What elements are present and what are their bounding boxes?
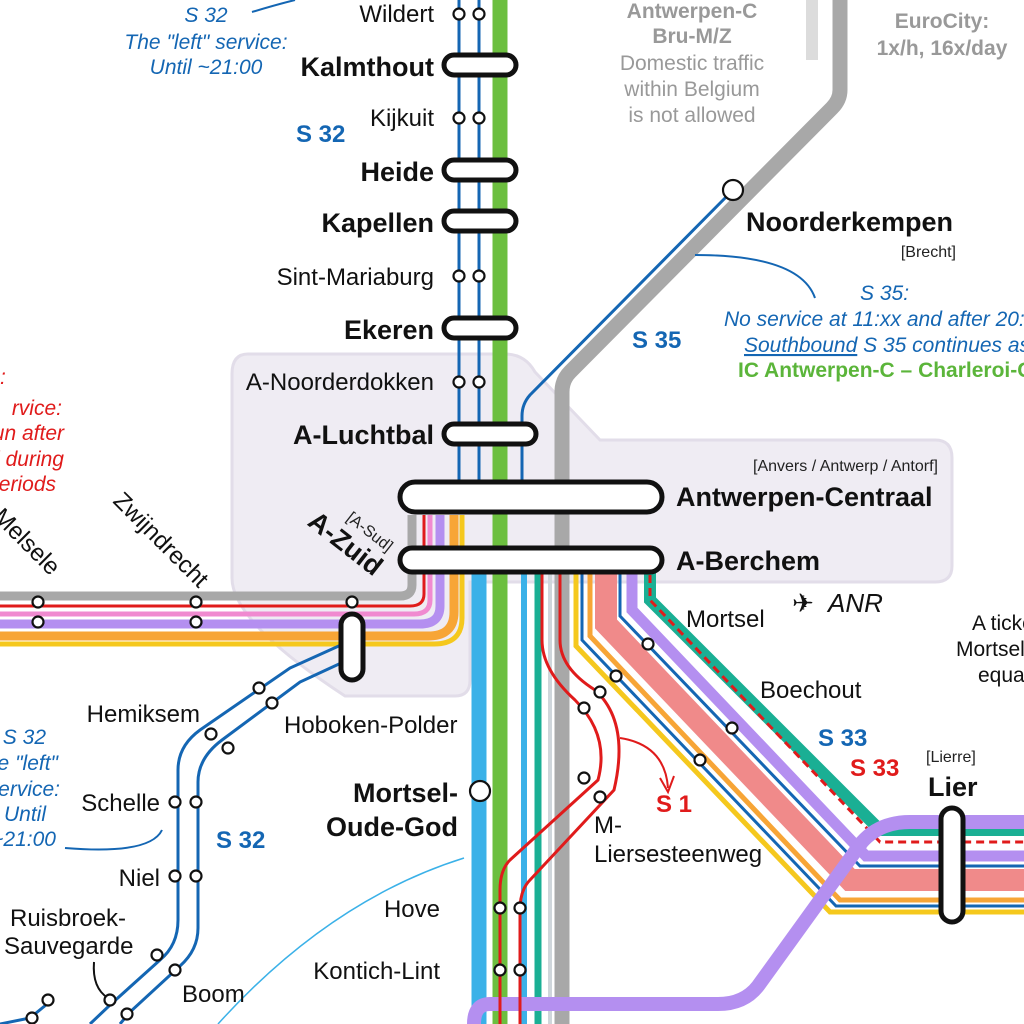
note-eurocity-freq-1: EuroCity: [895, 10, 990, 33]
line-west-red [0, 515, 426, 608]
line-se-orange [587, 562, 1024, 903]
note-eurocity-line-5: is not allowed [628, 104, 755, 127]
line-west-pink [0, 515, 433, 617]
station-lier: Lier [928, 772, 978, 802]
note-s35-continues: S 35 continues as [857, 334, 1024, 357]
note-s32-top-line-1: S 32 [184, 4, 228, 27]
line-s32-sw-b [118, 656, 353, 1024]
note-ticket-line-3: equa [978, 664, 1024, 687]
note-s35-line-1: S 35: [860, 282, 909, 305]
note-s35-line-2: No service at 11:xx and after 20: [724, 308, 1024, 331]
note-red-line-2: un after [0, 422, 65, 445]
antwerp-zone-area [230, 352, 954, 698]
note-s35-southbound: Southbound [744, 334, 859, 357]
line-eurocity-grey [554, 0, 848, 1024]
station-niel: Niel [119, 865, 160, 892]
leader-s32-left [64, 829, 163, 851]
note-s32-top-line-2: The "left" service: [124, 31, 287, 54]
station-zwijndrecht: Zwijndrecht [108, 487, 214, 593]
line-s35 [520, 188, 735, 480]
station-heide: Heide [360, 157, 434, 187]
station-ruisbroek-2: Sauvegarde [4, 933, 133, 960]
station-kapellen: Kapellen [321, 208, 434, 238]
station-mortsel-oude-god-2: Oude-God [326, 812, 458, 842]
note-red-line-1: rvice: [12, 397, 62, 420]
note-red-line-3: l during [0, 448, 64, 471]
station-antwerpen-centraal-alt: [Anvers / Antwerp / Antorf] [753, 458, 938, 475]
leader-s32-top [251, 0, 296, 13]
station-melsele: Melsele [0, 503, 65, 581]
note-s32-low-line-3: service: [0, 778, 60, 801]
station-mortsel: Mortsel [686, 606, 765, 633]
note-s32-low-line-1: S 32 [3, 726, 47, 749]
station-a-luchtbal: A-Luchtbal [293, 420, 434, 450]
note-s32-low-line-2: he "left" [0, 752, 60, 775]
station-a-berchem: A-Berchem [676, 546, 820, 576]
line-west-purple [0, 515, 445, 629]
station-antwerpen-centraal: Antwerpen-Centraal [676, 482, 933, 512]
note-eurocity-line-2: Bru-M/Z [652, 25, 731, 48]
line-west-orange [0, 515, 459, 641]
station-schelle: Schelle [81, 790, 160, 817]
note-ticket-line-1: A ticke [972, 612, 1024, 635]
leader-ruisbroek [92, 961, 109, 999]
station-hove: Hove [384, 896, 440, 923]
station-m-lierse-1: M- [594, 812, 622, 839]
airport-code-label: ANR [826, 588, 883, 618]
station-markers [25, 7, 745, 1024]
note-s32-top-line-3: Until ~21:00 [150, 56, 263, 79]
note-eurocity-line-4: within Belgium [623, 78, 759, 101]
line-purple-lier-south [467, 815, 1024, 1024]
station-kalmthout: Kalmthout [301, 52, 434, 82]
note-ticket-line-2: Mortsel [956, 638, 1024, 661]
note-red-mark: : [0, 366, 6, 389]
station-a-noorderdokken: A-Noorderdokken [246, 369, 434, 396]
service-label-s33-blue: S 33 [818, 725, 867, 752]
service-label-s1: S 1 [656, 791, 692, 818]
service-label-s32-left: S 32 [216, 827, 265, 854]
station-wildert: Wildert [359, 1, 434, 28]
note-s32-low-line-5: ~21:00 [0, 828, 56, 851]
line-se-pink [595, 562, 1024, 891]
station-boom: Boom [182, 981, 245, 1008]
station-sint-mariaburg: Sint-Mariaburg [277, 264, 434, 291]
station-kijkuit: Kijkuit [370, 105, 434, 132]
line-s1-label-pointer [619, 737, 669, 789]
line-s1-b [518, 560, 621, 1024]
station-hemiksem: Hemiksem [87, 701, 200, 728]
airplane-icon: ✈ [792, 589, 814, 619]
note-eurocity-line-3: Domestic traffic [620, 52, 764, 75]
line-west-yellow [0, 515, 465, 647]
station-hoboken-polder: Hoboken-Polder [284, 712, 457, 739]
line-se-blue-2 [580, 562, 1024, 908]
station-ruisbroek-1: Ruisbroek- [10, 905, 126, 932]
station-noorderkempen: Noorderkempen [746, 207, 953, 237]
station-lier-alt: [Lierre] [926, 749, 976, 766]
line-s1-arrow [659, 775, 675, 795]
service-label-s35: S 35 [632, 327, 681, 354]
note-red-line-4: eriods [0, 473, 56, 496]
station-pills [338, 52, 966, 925]
note-eurocity-line-1: Antwerpen-C [627, 0, 758, 23]
station-m-lierse-2: Liersesteenweg [594, 841, 762, 868]
note-s32-low-line-4: Until [4, 803, 47, 826]
note-s35-line-3: Southbound S 35 continues as [744, 334, 1024, 357]
leader-hove [217, 857, 465, 1024]
line-west-grey [0, 515, 417, 601]
service-label-s33-red: S 33 [850, 755, 899, 782]
station-mortsel-oude-god-1: Mortsel- [353, 778, 458, 808]
station-boechout: Boechout [760, 677, 862, 704]
station-ekeren: Ekeren [344, 315, 434, 345]
station-kontich-lint: Kontich-Lint [313, 958, 440, 985]
leader-s35-note [694, 254, 816, 299]
note-s35-line-4: IC Antwerpen-C – Charleroi-C [738, 359, 1024, 382]
line-se-yellow [573, 562, 1024, 915]
line-s1-a [498, 560, 603, 1024]
station-noorderkempen-alt: [Brecht] [901, 244, 956, 261]
note-eurocity-freq-2: 1x/h, 16x/day [877, 37, 1008, 60]
line-s32-sw-a [88, 638, 353, 1024]
service-label-s32-mid: S 32 [296, 121, 345, 148]
